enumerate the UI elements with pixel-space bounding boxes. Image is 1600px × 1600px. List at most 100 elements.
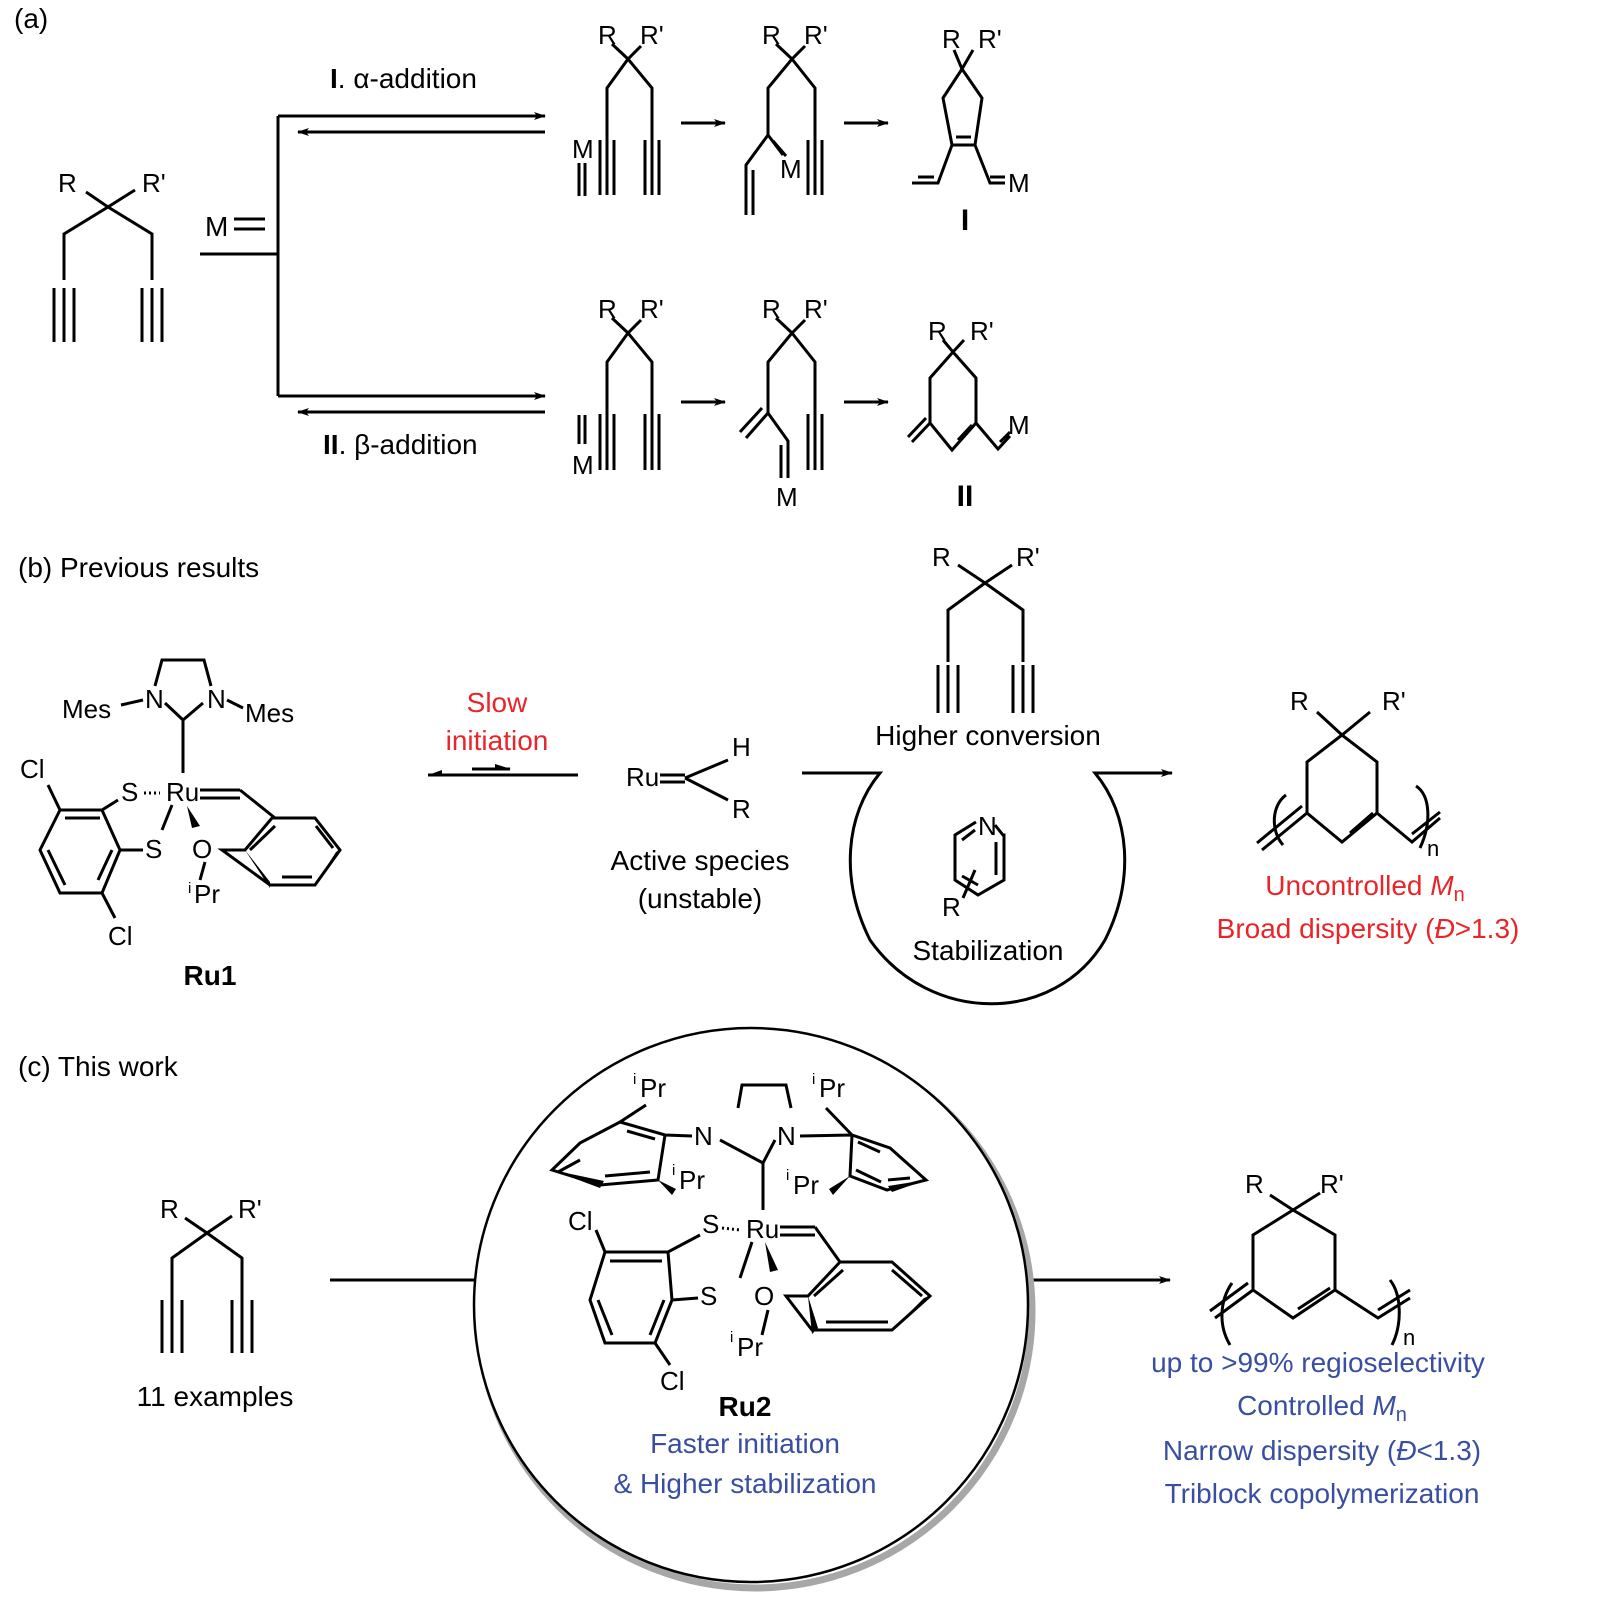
result-c-line1: up to >99% regioselectivity [1151,1347,1485,1378]
diyne-start: R R' [52,168,166,342]
atom-rp: R' [1382,686,1406,716]
ipr-sup: i [633,1071,636,1088]
ipr-sup: i [812,1071,815,1088]
atom-s: S [702,1209,719,1239]
atom-r: R [762,294,781,324]
catalyst-benefit-line1: Faster initiation [650,1428,840,1459]
panel-c-label: (c) This work [18,1051,179,1082]
atom-r: R [58,168,77,198]
subscript-n: n [1427,836,1439,861]
atom-r: R [1290,686,1309,716]
atom-rp: R' [1016,542,1040,572]
atom-cl: Cl [568,1206,593,1236]
atom-r: R [598,294,617,324]
atom-rp: R' [978,24,1002,54]
atom-o: O [192,834,212,864]
ipr-sup: i [188,880,191,897]
result-c-line3: Narrow dispersity (Đ<1.3) [1163,1435,1481,1466]
slow-initiation-line2: initiation [446,725,549,756]
active-species: Ru H R Active species (unstable) [611,732,790,914]
catalyst-circle [472,1026,1030,1584]
route-ii-label: II. β-addition [323,429,478,460]
route-ii-intermediate-1: R R' M [572,294,664,480]
ipr: Pr [819,1073,845,1103]
catalyst-benefit-line2: & Higher stabilization [613,1468,876,1499]
ipr: Pr [194,879,220,909]
product-ii-label: II [957,480,974,513]
atom-r: R [942,892,961,922]
atom-o: O [754,1281,774,1311]
panel-b: (b) Previous results N N Mes Mes Ru S Cl… [18,542,1520,1006]
atom-ru: Ru [166,777,199,807]
route-i-intermediate-2: R R' M [744,20,828,215]
atom-cl: Cl [20,754,45,784]
panel-b-label: (b) Previous results [18,552,259,583]
equilibrium-back-arrow [428,770,442,775]
ipr-sup: i [786,1167,789,1184]
active-species-line1: Active species [611,845,790,876]
ipr: Pr [793,1170,819,1200]
panel-a-label: (a) [14,3,48,34]
ru2-label: Ru2 [719,1391,772,1422]
result-c-line4: Triblock copolymerization [1165,1478,1480,1509]
atom-rp: R' [970,316,994,346]
polymer-c: R R' n up to >99% regioselectivity Contr… [1151,1169,1485,1509]
atom-m: M [776,482,798,512]
atom-rp: R' [640,20,664,50]
atom-n: N [777,1121,796,1151]
atom-r: R [762,20,781,50]
ipr: Pr [737,1332,763,1362]
atom-r: R [932,542,951,572]
product-i: R R' M I [912,24,1030,237]
ipr-sup: i [672,1162,675,1179]
atom-r: R [928,316,947,346]
metal-reagent: M [205,211,228,242]
atom-r: R [732,794,751,824]
panel-c: (c) This work R R' 11 examples N N i Pr [18,1026,1485,1592]
ru1-label: Ru1 [184,960,237,991]
atom-n: N [978,811,997,841]
atom-rp: R' [142,168,166,198]
slow-initiation-line1: Slow [467,687,528,718]
stabilization: Stabilization [913,935,1064,966]
atom-m: M [1008,168,1030,198]
catalytic-cycle: R R' Higher conversion N R Stabilization [802,542,1173,1006]
atom-rp: R' [1320,1169,1344,1199]
atom-h: H [732,732,751,762]
examples-count: 11 examples [137,1381,294,1412]
route-i-label: I. α-addition [330,63,477,94]
atom-ru: Ru [746,1214,779,1244]
ru2-complex: N N i Pr i Pr i Pr i Pr Ru S C [549,1071,933,1499]
atom-m: M [572,450,594,480]
atom-r: R [598,20,617,50]
mes-left: Mes [62,694,111,724]
polymer-b: R R' n Uncontrolled Mn Broad dispersity … [1217,686,1520,944]
route-ii-intermediate-2: R R' M [738,294,828,512]
atom-n: N [207,684,226,714]
atom-r: R [1245,1169,1264,1199]
product-i-label: I [961,204,969,237]
atom-m: M [572,134,594,164]
atom-rp: R' [238,1194,262,1224]
atom-m: M [1008,410,1030,440]
atom-rp: R' [804,20,828,50]
product-ii: R R' M II [906,316,1030,513]
atom-cl: Cl [108,921,133,951]
atom-s: S [145,834,162,864]
atom-cl: Cl [660,1366,685,1396]
result-b-line2: Broad dispersity (Đ>1.3) [1217,913,1520,944]
higher-conversion: Higher conversion [875,720,1101,751]
atom-n: N [694,1121,713,1151]
atom-r: R [160,1194,179,1224]
route-i-intermediate-1: R R' M [572,20,664,196]
ipr-sup: i [730,1329,733,1346]
ipr: Pr [640,1073,666,1103]
atom-rp: R' [804,294,828,324]
ipr: Pr [679,1165,705,1195]
atom-rp: R' [640,294,664,324]
subscript-n: n [1403,1325,1415,1350]
atom-m: M [780,154,802,184]
atom-r: R [942,24,961,54]
result-c-line2: Controlled Mn [1237,1390,1407,1426]
